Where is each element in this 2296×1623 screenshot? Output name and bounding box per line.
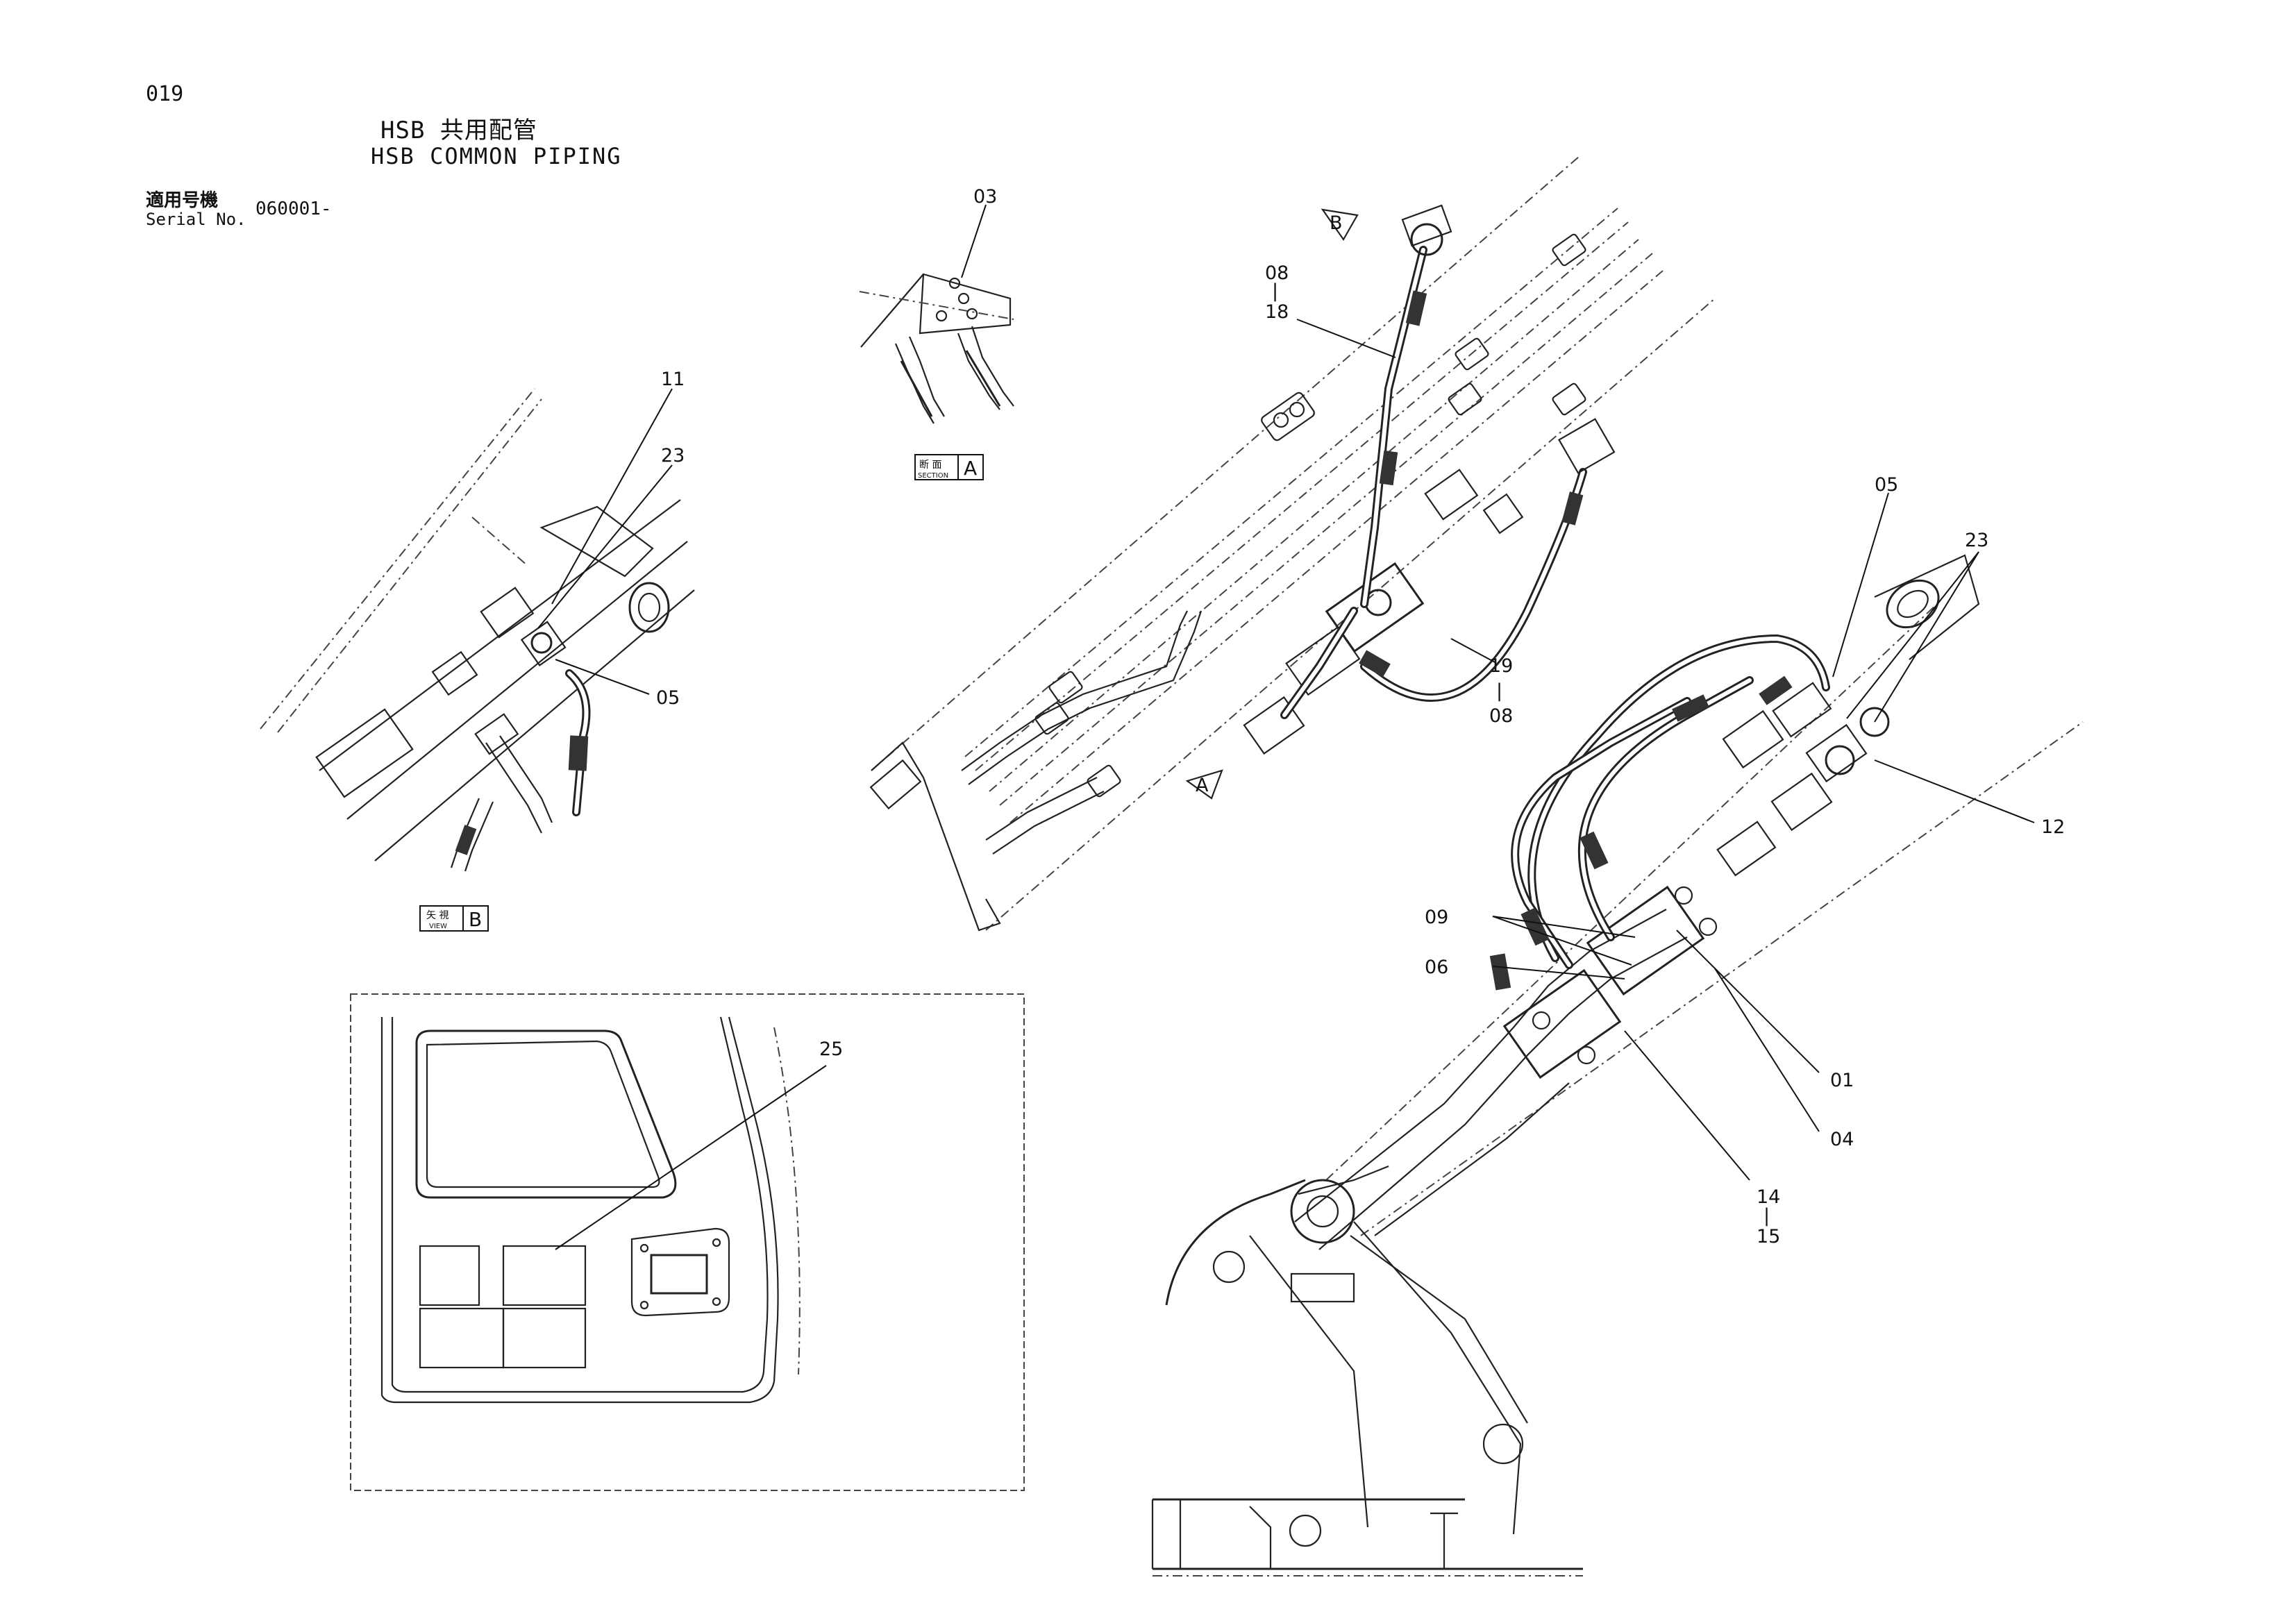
- callout-19: 19: [1489, 655, 1513, 677]
- svg-text:SECTION: SECTION: [918, 472, 948, 480]
- svg-text:矢 視: 矢 視: [426, 910, 449, 921]
- callout-05-left: 05: [656, 687, 680, 709]
- callout-dash-3: |: [1763, 1205, 1770, 1227]
- svg-text:VIEW: VIEW: [429, 923, 447, 930]
- callout-03: 03: [973, 186, 997, 208]
- callout-25: 25: [819, 1038, 843, 1060]
- callout-14: 14: [1757, 1186, 1780, 1208]
- serial-label-english: Serial No.: [146, 210, 246, 229]
- boom-upper-view: B A: [869, 155, 1716, 932]
- serial-label-japanese: 適用号機: [146, 190, 219, 211]
- view-b-detail: [260, 388, 695, 872]
- svg-text:断 面: 断 面: [919, 460, 941, 471]
- callout-23-left: 23: [661, 445, 685, 466]
- callout-12: 12: [2041, 816, 2065, 838]
- callout-dash-2: |: [1496, 680, 1502, 702]
- callout-05-right: 05: [1875, 474, 1898, 496]
- callout-11: 11: [661, 369, 685, 390]
- arrow-b: B: [1330, 212, 1343, 234]
- callout-23-right: 23: [1965, 530, 1988, 551]
- callout-01: 01: [1830, 1070, 1854, 1091]
- title-english: HSB COMMON PIPING: [371, 143, 622, 169]
- boom-lower-view: [1151, 492, 2084, 1576]
- callout-04: 04: [1830, 1129, 1854, 1150]
- view-b-label: 矢 視 VIEW B: [419, 905, 489, 932]
- section-a-detail: [859, 204, 1014, 424]
- svg-text:A: A: [964, 457, 977, 480]
- callout-09: 09: [1425, 907, 1448, 928]
- callout-18: 18: [1265, 301, 1289, 323]
- section-a-label: 断 面 SECTION A: [914, 454, 984, 480]
- title-japanese: HSB 共用配管: [380, 117, 537, 144]
- page-number: 019: [146, 82, 184, 106]
- callout-06: 06: [1425, 957, 1448, 978]
- callout-dash-1: |: [1272, 280, 1278, 302]
- arrow-a: A: [1196, 775, 1209, 796]
- cab-panel-view: [350, 993, 1025, 1491]
- callout-08-bottom: 08: [1489, 705, 1513, 727]
- serial-value: 060001-: [255, 199, 332, 219]
- callout-08-top: 08: [1265, 262, 1289, 284]
- callout-15: 15: [1757, 1226, 1780, 1247]
- svg-text:B: B: [469, 908, 482, 931]
